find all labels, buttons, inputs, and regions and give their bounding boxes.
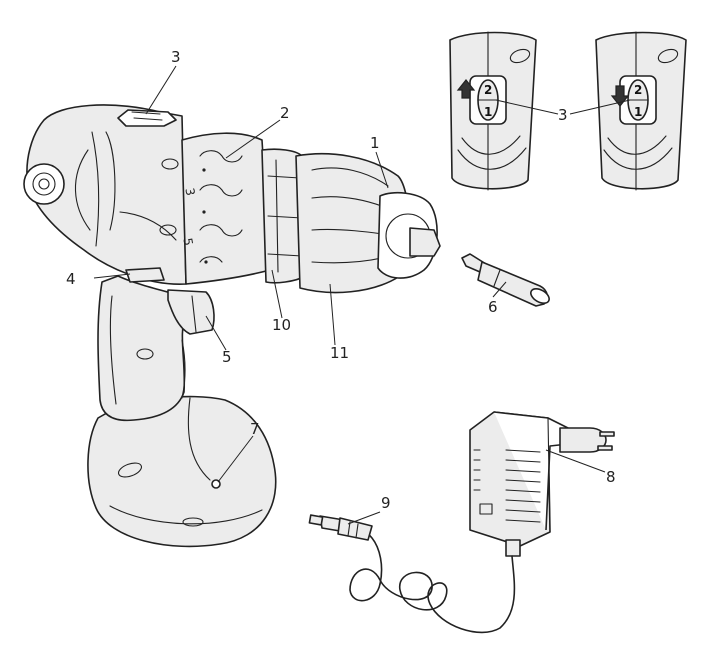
callouts: 1 2 3 3 4 5 6 7 8 9 10 11	[66, 48, 616, 512]
bit-holder	[461, 253, 550, 307]
switch-detail-left: 2 1	[449, 31, 537, 191]
leader-lines	[93, 65, 631, 525]
gear-switch	[117, 109, 177, 127]
arrow-up-icon	[456, 79, 476, 99]
spindle	[409, 227, 441, 257]
callout-3-top: 3	[171, 48, 181, 66]
trigger	[167, 289, 215, 335]
cord	[308, 514, 516, 634]
callout-9: 9	[381, 494, 391, 512]
callout-6: 6	[488, 298, 498, 316]
callout-10: 10	[272, 316, 291, 334]
callout-8: 8	[606, 468, 616, 486]
callout-1: 1	[370, 134, 380, 152]
callout-4: 4	[66, 270, 76, 288]
callout-5: 5	[222, 348, 232, 366]
switch-detail-right: 2 1	[595, 31, 687, 191]
dial-mark-5: 5	[180, 237, 195, 247]
dial-mark-3: 3	[182, 187, 197, 197]
callout-11: 11	[330, 344, 349, 362]
gear-right-top: 2	[634, 83, 642, 97]
vent-ring	[23, 163, 65, 205]
battery-pack	[87, 395, 277, 548]
gear-left-top: 2	[484, 83, 492, 97]
drill-illustration: 3 5	[23, 104, 441, 548]
direction-switch	[125, 267, 165, 283]
callout-2: 2	[280, 104, 290, 122]
gear-left-bottom: 1	[484, 105, 492, 119]
charger	[469, 411, 615, 557]
gear-right-bottom: 1	[634, 105, 642, 119]
callout-3-detail: 3	[558, 106, 568, 124]
torque-collar	[181, 132, 271, 285]
callout-7: 7	[250, 420, 260, 438]
